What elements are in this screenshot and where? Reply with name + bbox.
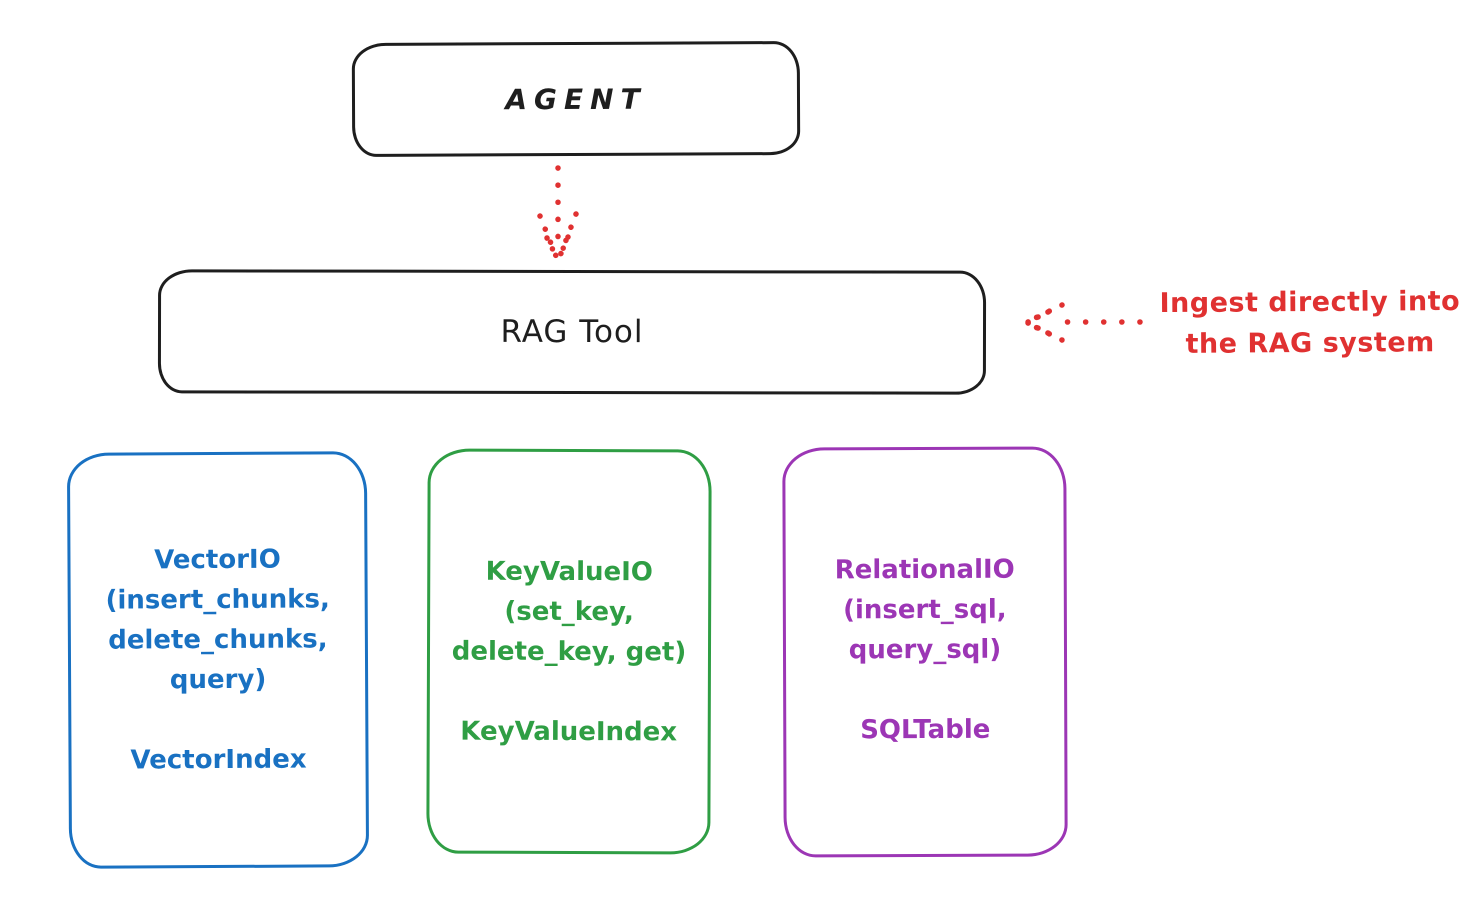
vector-io-title: VectorIO — [154, 544, 281, 576]
annotation-to-rag-tool-arrow — [1024, 302, 1143, 343]
vector-io-methods-line2: delete_chunks, — [108, 624, 328, 656]
ingest-annotation-line1: Ingest directly into — [1159, 285, 1461, 320]
agent-to-rag-tool-arrow — [537, 165, 579, 261]
relational-io-title: RelationalIO — [834, 554, 1015, 586]
node-rag-tool: RAG Tool — [157, 269, 987, 395]
vector-io-index-label: VectorIndex — [130, 744, 307, 776]
vector-io-methods-line1: (insert_chunks, — [105, 584, 330, 616]
key-value-io-methods-line2: delete_key, get) — [451, 636, 687, 668]
agent-label: AGENT — [505, 82, 647, 116]
rag-tool-label: RAG Tool — [500, 313, 644, 351]
key-value-io-index-label: KeyValueIndex — [460, 716, 678, 748]
ingest-annotation: Ingest directly into the RAG system — [1140, 281, 1481, 365]
key-value-io-title: KeyValueIO — [485, 556, 654, 588]
card-vector-io: VectorIO (insert_chunks, delete_chunks, … — [66, 451, 370, 869]
node-agent: AGENT — [351, 41, 801, 157]
vector-io-methods-line3: query) — [169, 664, 267, 696]
card-key-value-io: KeyValueIO (set_key, delete_key, get) Ke… — [426, 448, 712, 855]
card-relational-io: RelationalIO (insert_sql, query_sql) SQL… — [782, 446, 1068, 858]
relational-io-table-label: SQLTable — [860, 714, 991, 746]
relational-io-methods-line1: (insert_sql, — [843, 594, 1007, 626]
ingest-annotation-line2: the RAG system — [1185, 327, 1435, 360]
relational-io-methods-line2: query_sql) — [848, 634, 1002, 666]
key-value-io-methods-line1: (set_key, — [504, 596, 634, 628]
